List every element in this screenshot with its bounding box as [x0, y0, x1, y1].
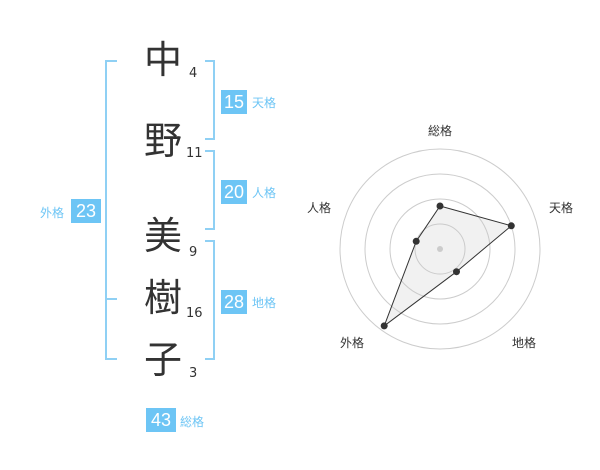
stroke-count-2: 11 [186, 146, 203, 161]
gaikaku-bracket-bottom [105, 358, 117, 360]
radar-axis-label-soukaku: 総格 [428, 124, 453, 138]
radar-ring-4 [339, 148, 541, 350]
gaikaku-label: 外格 [40, 206, 65, 220]
tenkaku-bracket-vertical [213, 60, 215, 140]
radar-series-polygon [383, 205, 513, 328]
radar-axis-label-jinkaku: 人格 [307, 201, 332, 215]
radar-points [380, 202, 515, 330]
jinkaku-bracket-top [205, 150, 215, 152]
gaikaku-score: 23 [71, 199, 101, 223]
chikaku-bracket-top [205, 240, 215, 242]
radar-point-4 [412, 237, 420, 245]
radar-point-3 [380, 322, 388, 330]
radar-ring-3 [364, 173, 516, 325]
tenkaku-bracket-top [205, 60, 215, 62]
name-char-5: 子 [143, 338, 182, 382]
radar-point-2 [453, 268, 460, 276]
jinkaku-score: 20 [221, 180, 247, 204]
name-char-4: 樹 [143, 276, 182, 320]
chikaku-label: 地格 [252, 296, 277, 310]
stroke-count-3: 9 [189, 245, 198, 260]
radar-axis-label-tenkaku: 天格 [549, 201, 574, 215]
radar-center-dot [437, 246, 443, 252]
jinkaku-bracket-bottom [205, 228, 215, 230]
name-char-3: 美 [143, 214, 182, 258]
tenkaku-score: 15 [221, 90, 247, 114]
soukaku-label: 総格 [180, 415, 205, 429]
radar-ring-1 [414, 223, 466, 275]
radar-point-1 [507, 222, 515, 230]
gaikaku-bracket-vertical [105, 60, 107, 360]
radar-axis-label-chikaku: 地格 [512, 336, 537, 350]
name-char-1: 中 [143, 38, 182, 82]
chikaku-bracket-bottom [205, 358, 215, 360]
chikaku-score: 28 [221, 290, 247, 314]
stroke-count-4: 16 [186, 306, 203, 321]
jinkaku-bracket-vertical [213, 150, 215, 230]
soukaku-score: 43 [146, 408, 176, 432]
jinkaku-label: 人格 [252, 186, 277, 200]
radar-ring-2 [389, 198, 491, 300]
tenkaku-bracket-bottom [205, 138, 215, 140]
gaikaku-bracket-top [105, 60, 117, 62]
radar-axis-label-gaikaku: 外格 [340, 336, 365, 350]
tenkaku-label: 天格 [252, 96, 277, 110]
stroke-count-1: 4 [189, 66, 198, 81]
stroke-count-5: 3 [189, 366, 198, 381]
name-char-2: 野 [143, 119, 182, 163]
chikaku-bracket-vertical [213, 240, 215, 360]
gaikaku-bracket-mid [105, 298, 117, 300]
radar-rings [339, 148, 541, 350]
radar-point-0 [436, 202, 444, 210]
